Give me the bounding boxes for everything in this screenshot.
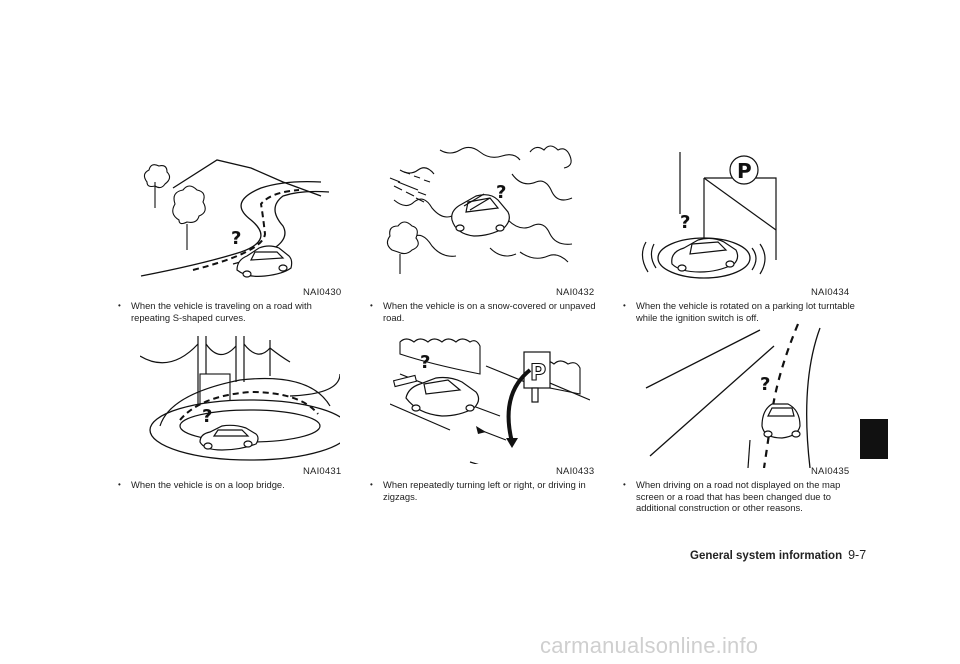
caption-text: When the vehicle is traveling on a road … xyxy=(131,300,312,323)
car-icon xyxy=(451,193,510,237)
bullet-icon: • xyxy=(370,301,373,310)
figure-snow-road: ? xyxy=(380,140,580,276)
question-mark: ? xyxy=(420,352,430,373)
bullet-icon: • xyxy=(623,480,626,489)
parking-sign-icon xyxy=(729,155,759,185)
figure-zigzag: P ? xyxy=(390,334,590,464)
car-icon xyxy=(405,376,480,417)
caption-text: When the vehicle is rotated on a parking… xyxy=(636,300,855,323)
question-mark: ? xyxy=(231,228,241,249)
bullet-icon: • xyxy=(370,480,373,489)
question-mark: ? xyxy=(680,212,690,233)
figure-s-curves: ? xyxy=(133,152,333,282)
caption-item: • When the vehicle is traveling on a roa… xyxy=(118,300,346,323)
bullet-icon: • xyxy=(118,301,121,310)
figure-code: NAI0433 xyxy=(556,466,595,477)
question-mark: ? xyxy=(202,406,212,427)
caption-text: When driving on a road not displayed on … xyxy=(636,479,841,513)
figure-code: NAI0432 xyxy=(556,287,595,298)
figure-unmapped-road: ? xyxy=(640,322,840,468)
question-mark: ? xyxy=(496,182,506,203)
caption-text: When repeatedly turning left or right, o… xyxy=(383,479,586,502)
watermark: carmanualsonline.info xyxy=(540,633,759,658)
caption-text: When the vehicle is on a snow-covered or… xyxy=(383,300,596,323)
parking-letter: P xyxy=(530,361,546,386)
car-icon xyxy=(671,237,739,273)
caption-item: • When the vehicle is rotated on a parki… xyxy=(623,300,855,323)
car-icon xyxy=(236,245,293,278)
section-title: General system information xyxy=(690,550,843,562)
figure-turntable: P ? xyxy=(640,150,840,280)
question-mark: ? xyxy=(760,374,770,395)
chapter-tab xyxy=(860,419,888,459)
caption-item: • When repeatedly turning left or right,… xyxy=(370,479,598,502)
figure-code: NAI0435 xyxy=(811,466,850,477)
figure-code: NAI0434 xyxy=(811,287,850,298)
car-icon xyxy=(199,424,259,451)
caption-text: When the vehicle is on a loop bridge. xyxy=(131,479,285,490)
page-number: 9-7 xyxy=(848,548,867,562)
figure-code: NAI0430 xyxy=(303,287,342,298)
caption-item: • When the vehicle is on a loop bridge. xyxy=(118,479,346,491)
caption-item: • When the vehicle is on a snow-covered … xyxy=(370,300,598,323)
caption-item: • When driving on a road not displayed o… xyxy=(623,479,855,514)
page-footer: General system information 9-7 xyxy=(690,548,866,562)
figure-code: NAI0431 xyxy=(303,466,342,477)
figure-loop-bridge: ? xyxy=(140,334,340,466)
parking-letter: P xyxy=(737,159,752,183)
bullet-icon: • xyxy=(118,480,121,489)
car-icon xyxy=(761,403,801,439)
bullet-icon: • xyxy=(623,301,626,310)
